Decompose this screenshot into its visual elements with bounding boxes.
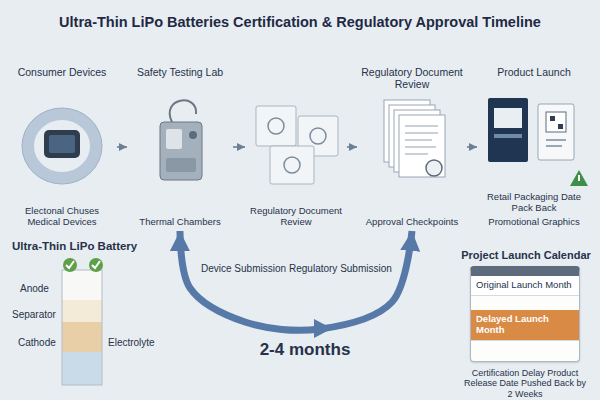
retail-packaging — [546, 112, 566, 132]
stage-block: Safety Testing LabThermal Chambers — [128, 66, 232, 228]
retail-packaging — [488, 98, 528, 162]
retail-packaging — [538, 104, 574, 160]
safety-tester — [170, 100, 196, 122]
safety-tester — [160, 122, 202, 180]
battery-layers — [62, 352, 102, 385]
node-heading: Safety Testing Lab — [137, 66, 223, 78]
node-heading: Project Launch Calendar — [461, 249, 591, 262]
layer-label: Cathode — [18, 337, 56, 349]
flow-arrow — [467, 146, 477, 148]
stage-block: Consumer DevicesElectonal Chuses Medical… — [8, 66, 116, 228]
node-heading: Consumer Devices — [18, 66, 107, 78]
calendar-row: Delayed Launch Month — [471, 310, 579, 341]
node-heading: Regulatory Document Review — [248, 206, 344, 228]
layer-label: Separator — [12, 309, 56, 321]
wristband-device — [22, 108, 102, 184]
node-caption: Electonal Chuses Medical Devices — [10, 206, 114, 228]
document-stack — [405, 126, 438, 154]
safety-tester — [189, 131, 197, 139]
retail-packaging — [570, 170, 588, 186]
retail-packaging — [494, 134, 522, 138]
node-heading: Original Launch Month — [476, 280, 574, 291]
diagram-title: Ultra-Thin LiPo Batteries Certification … — [0, 14, 600, 30]
battery-layers — [66, 261, 100, 268]
layer-label: Electrolyte — [108, 337, 155, 349]
node-heading: Regulatory Document Review — [360, 66, 464, 90]
retail-packaging — [546, 140, 566, 146]
document-panels — [268, 118, 284, 134]
document-stack — [384, 100, 445, 177]
stage-block: Regulatory Document ReviewApproval Check… — [358, 66, 466, 228]
wristband-device — [22, 108, 102, 184]
node-heading: Ultra-Thin LiPo Battery — [12, 240, 162, 253]
wristband-device — [44, 130, 80, 158]
mid-arrowhead — [314, 319, 332, 338]
battery-layers — [62, 270, 102, 385]
document-stack — [426, 160, 442, 176]
submission-loop — [180, 231, 412, 330]
layer-label: Anode — [20, 283, 49, 295]
battery-layers — [62, 300, 102, 322]
document-panels — [256, 106, 338, 184]
safety-tester — [166, 158, 196, 172]
document-panels — [310, 128, 326, 144]
flow-arrow — [233, 146, 245, 148]
battery-block: Ultra-Thin LiPo Battery — [12, 240, 162, 254]
document-panels — [256, 106, 296, 146]
retail-packaging — [558, 124, 563, 129]
delay-note: Certification Delay Product Release Date… — [462, 368, 588, 399]
stage-block: Product LaunchRetail Packaging Date Pack… — [478, 66, 590, 228]
node-caption: Approval Checkpoints — [366, 217, 458, 228]
battery-layers — [62, 258, 103, 385]
node-caption: Retail Packaging Date Pack Back — [480, 192, 588, 214]
document-panels — [284, 157, 300, 173]
safety-tester — [166, 129, 182, 149]
launch-calendar: Project Launch CalendarOriginal Launch M… — [470, 266, 580, 362]
flow-arrow — [347, 146, 357, 148]
node-heading: Product Launch — [497, 66, 571, 78]
wristband-device — [28, 114, 96, 178]
safety-tester — [160, 100, 202, 180]
battery-layers — [62, 270, 102, 300]
retail-packaging — [550, 116, 555, 121]
flow-label: Regulatory Submission — [286, 262, 395, 276]
calendar-row: Original Launch Month — [471, 276, 579, 296]
node-heading: Delayed Launch Month — [476, 314, 574, 336]
node-caption: Thermal Chambers — [139, 217, 220, 228]
node-caption: Promotional Graphics — [488, 217, 579, 228]
retail-packaging — [494, 108, 522, 128]
document-stack — [399, 115, 445, 177]
retail-packaging — [578, 175, 580, 181]
retail-packaging — [488, 98, 588, 186]
wristband-device — [49, 135, 75, 153]
flow-label: 2-4 months — [245, 340, 365, 360]
document-panels — [270, 146, 314, 184]
flow-label: Device Submissions — [198, 262, 294, 276]
stage-block: Regulatory Document Review — [246, 66, 346, 228]
flow-arrow — [117, 146, 127, 148]
battery-layers — [62, 322, 102, 352]
